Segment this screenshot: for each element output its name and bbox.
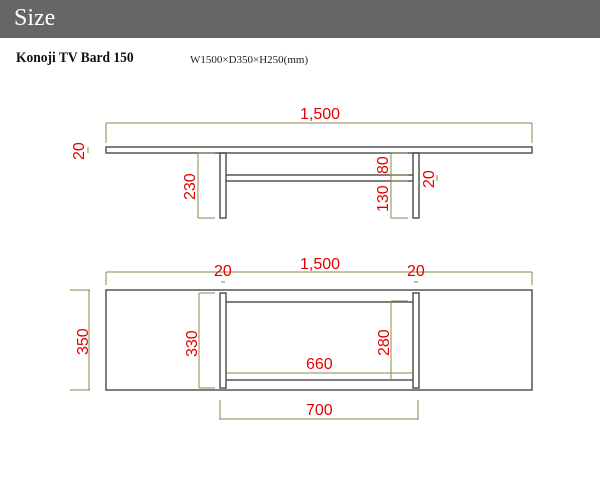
right-leg-elevation <box>412 152 420 219</box>
top-thickness-label: 20 <box>71 142 88 160</box>
frame-depth-label: 280 <box>376 329 393 356</box>
product-name: Konoji TV Bard 150 <box>16 50 134 66</box>
left-leg-elevation <box>219 152 227 219</box>
lower-gap-label: 130 <box>375 185 392 212</box>
upper-gap-label: 80 <box>375 156 392 174</box>
rail-thickness-label: 20 <box>421 170 438 188</box>
elevation-width-label: 1,500 <box>300 106 340 123</box>
right-leg-width-label: 20 <box>407 263 425 280</box>
depth-label: 350 <box>75 328 92 355</box>
tabletop-elevation <box>105 146 533 154</box>
left-leg-plan <box>219 292 227 389</box>
elevation-view <box>105 146 533 219</box>
plan-dimensions <box>70 271 533 420</box>
tabletop-plan <box>105 289 533 391</box>
right-leg-plan <box>412 292 420 389</box>
section-title: Size <box>14 5 56 31</box>
section-header: Size <box>0 0 600 38</box>
leg-length-label: 330 <box>184 330 201 357</box>
frame-inner-label: 660 <box>306 356 333 373</box>
plan-width-label: 1,500 <box>300 256 340 273</box>
leg-height-label: 230 <box>182 173 199 200</box>
plan-view <box>105 289 533 391</box>
product-dimensions: W1500×D350×H250(mm) <box>190 54 309 66</box>
elevation-dimensions <box>87 122 533 219</box>
left-leg-width-label: 20 <box>214 263 232 280</box>
leg-span-label: 700 <box>306 402 333 419</box>
